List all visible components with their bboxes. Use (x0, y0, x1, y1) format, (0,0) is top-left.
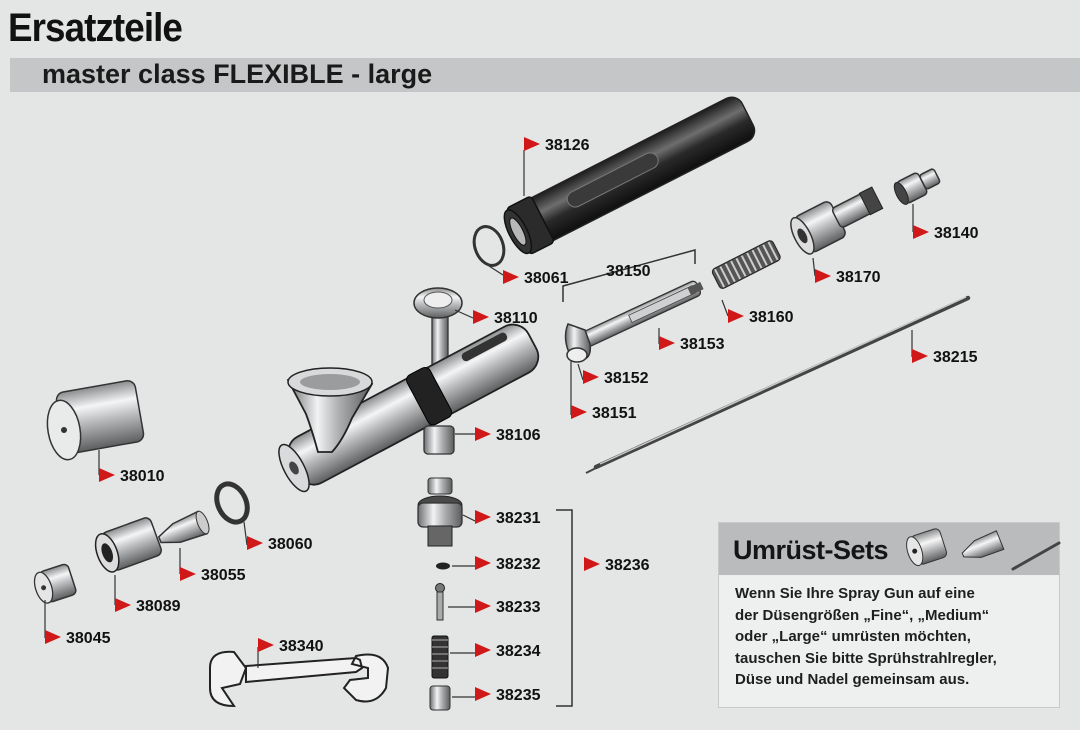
part-marker-flag (913, 225, 929, 239)
part-marker-flag (524, 137, 540, 151)
o-ring-part (472, 225, 506, 267)
part-number-label: 38045 (66, 630, 111, 647)
part-number-label: 38233 (496, 599, 541, 616)
part-marker-flag (503, 270, 519, 284)
needle-part (585, 295, 971, 474)
nut-part (893, 168, 941, 205)
part-marker-flag (475, 427, 491, 441)
part-number-label: 38150 (606, 263, 651, 280)
conversion-sets-text: Wenn Sie Ihre Spray Gun auf eine der Düs… (735, 583, 1053, 691)
part-number-label: 38140 (934, 225, 979, 242)
needle-cap-part (33, 563, 77, 604)
valve-assembly-parts (417, 477, 463, 711)
part-number-label: 38151 (592, 405, 637, 422)
part-marker-flag (475, 510, 491, 524)
air-head-part (94, 517, 162, 573)
conversion-sets-title: Umrüst-Sets (733, 535, 889, 565)
part-marker-flag (583, 370, 599, 384)
part-marker-flag (475, 687, 491, 701)
bracket-38150 (562, 249, 696, 302)
conversion-sets-header: Umrüst-Sets (719, 523, 1061, 575)
spring-part (711, 240, 781, 289)
part-marker-flag (584, 557, 600, 571)
nozzle-head-part (157, 510, 210, 544)
part-marker-flag (45, 630, 61, 644)
part-marker-flag (659, 336, 675, 350)
conversion-sets-line: tauschen Sie bitte Sprühstrahlregler, (735, 649, 997, 667)
part-number-label: 38055 (201, 567, 246, 584)
part-marker-flag (473, 310, 489, 324)
nozzle-cap-icon (906, 528, 948, 567)
page-subtitle: master class FLEXIBLE - large (42, 59, 433, 89)
nozzle-cap-part (46, 380, 145, 461)
part-number-label: 38235 (496, 687, 541, 704)
conversion-sets-line: Düse und Nadel gemeinsam aus. (735, 671, 970, 688)
part-number-label: 38153 (680, 336, 725, 353)
subtitle-bar (10, 58, 1080, 92)
needle-icon (1011, 541, 1061, 571)
part-number-label: 38110 (494, 310, 538, 327)
part-marker-flag (247, 536, 263, 550)
conversion-sets-line: oder „Large“ umrüsten möchten, (735, 628, 971, 645)
airbrush-body-part (278, 323, 540, 493)
part-number-label: 38126 (545, 137, 590, 154)
part-number-label: 38152 (604, 370, 649, 387)
part-marker-flag (99, 468, 115, 482)
guide-part (790, 186, 884, 255)
seal-ring-part (214, 481, 250, 525)
part-marker-flag (475, 556, 491, 570)
bracket-38236 (556, 509, 573, 707)
part-marker-flag (571, 405, 587, 419)
conversion-sets-box: Umrüst-Sets Wenn Sie Ihre Sp (718, 522, 1061, 708)
part-marker-flag (115, 598, 131, 612)
part-number-label: 38215 (933, 349, 978, 366)
part-labels: 38126 38061 38150 38140 38170 38110 38160 38153… (45, 137, 979, 704)
part-number-label: 38010 (120, 468, 165, 485)
conversion-sets-line: der Düsengrößen „Fine“, „Medium“ (735, 606, 990, 624)
part-marker-flag (258, 638, 274, 652)
needle-chucking-tube-part (564, 280, 704, 363)
part-marker-flag (475, 599, 491, 613)
part-number-label: 38106 (496, 427, 541, 444)
part-number-label: 38170 (836, 269, 881, 286)
part-number-label: 38234 (496, 643, 541, 660)
wrench-part (209, 650, 390, 708)
conversion-sets-icons (906, 528, 1061, 571)
part-number-label: 38061 (524, 270, 569, 287)
part-number-label: 38231 (496, 510, 541, 527)
part-number-label: 38089 (136, 598, 181, 615)
part-marker-flag (815, 269, 831, 283)
part-number-label: 38160 (749, 309, 794, 326)
conversion-sets-line: Wenn Sie Ihre Spray Gun auf eine (735, 585, 975, 602)
handle-part (503, 96, 756, 255)
valve-piston-part (413, 287, 463, 368)
part-marker-flag (180, 567, 196, 581)
part-number-label: 38236 (605, 557, 650, 574)
part-number-label: 38340 (279, 638, 324, 655)
page-title: Ersatzteile (8, 6, 183, 50)
part-number-label: 38232 (496, 556, 541, 573)
part-number-label: 38060 (268, 536, 313, 553)
part-marker-flag (728, 309, 744, 323)
part-marker-flag (912, 349, 928, 363)
part-marker-flag (475, 643, 491, 657)
nozzle-icon (961, 530, 1005, 558)
